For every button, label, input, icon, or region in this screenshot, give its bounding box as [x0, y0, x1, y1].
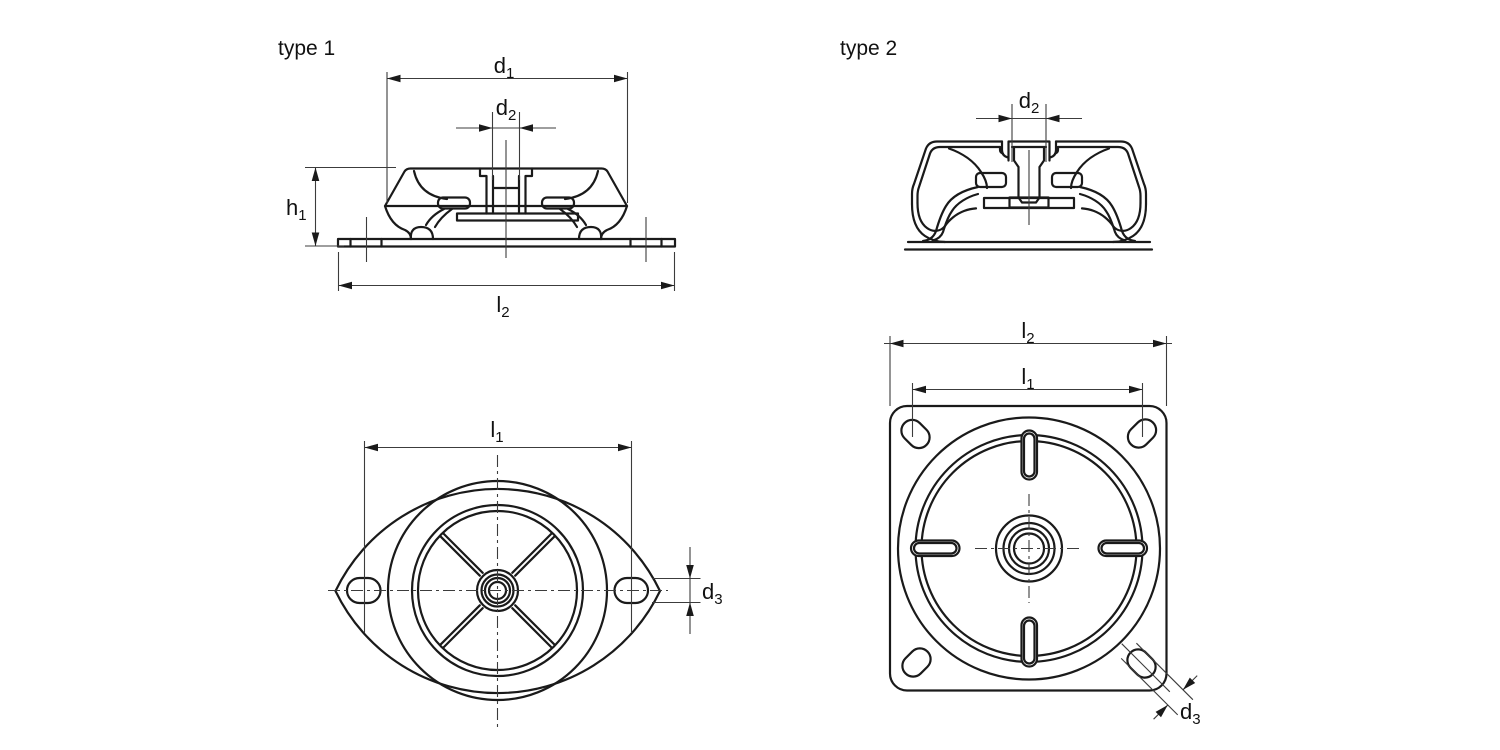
arrowhead [479, 124, 493, 132]
arrowhead [1129, 385, 1143, 394]
cap-outline [383, 167, 629, 208]
dim-label-d2-base: d [496, 95, 508, 120]
arrowhead [1155, 705, 1168, 718]
arrowhead [686, 565, 694, 579]
dim-label-l1-sub: 1 [1026, 376, 1034, 393]
ext-line-d2 [491, 112, 521, 180]
arrowhead [998, 114, 1012, 123]
view-title-type1: type 1 [278, 37, 335, 60]
arrowhead [1183, 677, 1196, 690]
ext-line-l1 [363, 441, 633, 633]
arrowhead [1153, 339, 1167, 348]
dim-label-d1-base: d [494, 53, 506, 78]
dim-label-l1: l1 [490, 417, 503, 446]
dim-label-d3-sub: 3 [1192, 711, 1200, 728]
ext-line-d1 [386, 72, 629, 203]
recess-slot-south [1020, 616, 1039, 668]
type1-plan-view: l1 d3 [328, 417, 723, 728]
arrowhead [311, 232, 320, 246]
bushing-cross-section [1007, 140, 1051, 204]
arrowhead [387, 74, 401, 83]
ext-line-l1 [911, 383, 1144, 437]
dim-label-d3-sub: 3 [714, 591, 722, 608]
recess-slot-south-inner [1022, 619, 1036, 665]
dim-label-d3: d3 [702, 579, 723, 608]
dim-label-l2-sub: 2 [1026, 330, 1034, 347]
ext-line-l2 [337, 252, 676, 291]
dim-label-h1-base: h [286, 195, 298, 220]
ext-line-d2 [1011, 104, 1047, 162]
right-shell-half [1048, 140, 1148, 244]
dim-label-l1: l1 [1021, 364, 1034, 393]
arrowhead [614, 74, 628, 83]
washer-plate [455, 212, 580, 222]
recess-slot-west-inner [912, 541, 958, 555]
dim-label-h1: h1 [286, 195, 307, 224]
dim-label-d2: d2 [496, 95, 517, 124]
dim-label-d3-base: d [702, 579, 714, 604]
arrowhead [519, 124, 533, 132]
dim-label-l2: l2 [1021, 318, 1034, 347]
dim-label-l1-base: l [1021, 364, 1026, 389]
view-title-text: type 1 [278, 37, 335, 60]
square-flange-outline [888, 404, 1168, 692]
dim-label-d2-base: d [1019, 88, 1031, 113]
base-plate-slot-ticks [349, 237, 663, 248]
dim-label-d2-sub: 2 [508, 107, 516, 124]
arrowhead [890, 339, 904, 348]
corner-hole-bottom-left [901, 647, 932, 678]
view-title-type2: type 2 [840, 37, 897, 60]
type2-plan-view: l2 l1 d3 [884, 318, 1201, 728]
dim-label-l1-sub: 1 [495, 429, 503, 446]
arrowhead [686, 602, 694, 616]
dim-label-l2-sub: 2 [501, 304, 509, 321]
dim-label-l2-base: l [1021, 318, 1026, 343]
recess-slot-east [1097, 539, 1149, 558]
arrowhead [912, 385, 926, 394]
ext-line-d3 [1120, 642, 1194, 716]
dim-label-h1-sub: 1 [298, 207, 306, 224]
view-title-text: type 2 [840, 37, 897, 60]
arrowhead [618, 443, 632, 452]
dim-label-d1: d1 [494, 53, 515, 82]
dim-label-d2-sub: 2 [1031, 100, 1039, 117]
dim-label-d3: d3 [1180, 699, 1201, 728]
ext-line-l2 [889, 336, 1168, 406]
dim-label-d1-sub: 1 [506, 65, 514, 82]
recess-slot-north [1020, 429, 1039, 481]
arrowhead [338, 281, 352, 290]
dim-label-l2-base: l [496, 292, 501, 317]
dim-label-l2: l2 [496, 292, 509, 321]
corner-hole-top-left [900, 418, 931, 450]
ext-line-h1 [305, 166, 396, 247]
left-shell-half [910, 140, 1010, 244]
dim-label-l1-base: l [490, 417, 495, 442]
ext-line-d3 [652, 577, 701, 604]
type2-side-view: type 2 d2 [840, 37, 1154, 251]
hole-axis-centerline [1121, 643, 1171, 693]
recess-slot-west [909, 539, 961, 558]
arrowhead [661, 281, 675, 290]
arrowhead [364, 443, 378, 452]
recess-slot-east-inner [1100, 541, 1146, 555]
dim-label-d2: d2 [1019, 88, 1040, 117]
type1-side-view: type 1 d1 d2 h1 l2 [278, 37, 677, 321]
arrowhead [311, 167, 320, 181]
rubber-outer-circle [896, 416, 1162, 681]
cross-spokes [439, 532, 556, 649]
recess-slot-north-inner [1022, 432, 1036, 478]
dim-label-d3-base: d [1180, 699, 1192, 724]
arrowhead [1046, 114, 1060, 123]
